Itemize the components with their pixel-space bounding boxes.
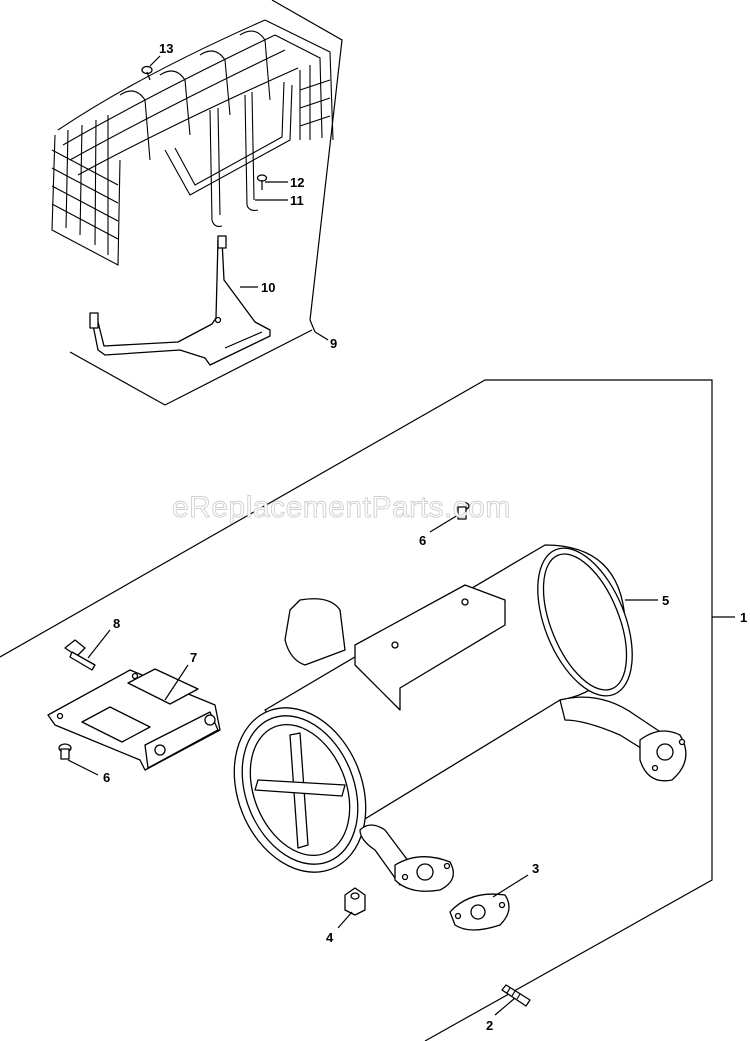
- callout-6-upper: 6: [419, 533, 426, 548]
- callout-5: 5: [662, 593, 669, 608]
- muffler-5: [233, 544, 687, 892]
- leader-lines: [67, 55, 658, 1016]
- callout-4: 4: [326, 930, 334, 945]
- callout-8: 8: [113, 616, 120, 631]
- watermark: eReplacementParts.com: [172, 491, 511, 524]
- bolt-8: [64, 639, 96, 671]
- screw-6-lower: [58, 743, 72, 760]
- mounting-bracket-7: [47, 668, 221, 771]
- muffler-guard-cage: [51, 19, 334, 266]
- callout-10: 10: [261, 280, 275, 295]
- screw-12: [256, 174, 268, 190]
- callout-11: 11: [290, 193, 304, 208]
- callout-2: 2: [486, 1018, 493, 1033]
- guard-bracket-10: [89, 235, 271, 366]
- callout-9: 9: [330, 336, 337, 351]
- nut-4: [344, 887, 366, 916]
- muffler-assembly-frame: [0, 379, 735, 1041]
- callout-12: 12: [290, 175, 304, 190]
- guard-assembly-frame: [69, 0, 343, 406]
- callout-1: 1: [740, 610, 747, 625]
- gasket-3: [449, 893, 510, 931]
- callout-3: 3: [532, 861, 539, 876]
- callout-7: 7: [190, 650, 197, 665]
- callout-13: 13: [159, 41, 173, 56]
- screw-6-upper: [454, 501, 470, 520]
- callout-labels: 13 12 11 10 9 1 5 6 8 7 6 3 4 2: [103, 41, 747, 1033]
- stud-2: [501, 984, 531, 1007]
- callout-6-lower: 6: [103, 770, 110, 785]
- screw-13: [141, 65, 153, 81]
